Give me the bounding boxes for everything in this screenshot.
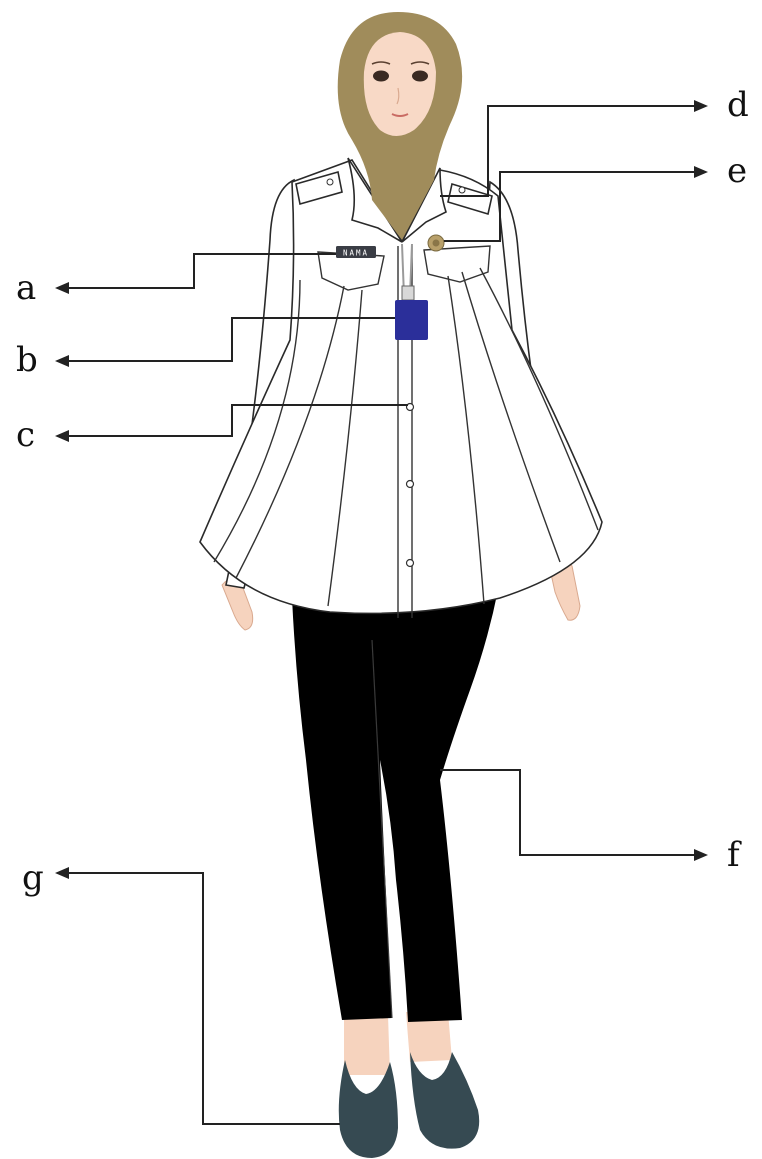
- right-ankle: [406, 1012, 452, 1062]
- arrowhead-a: [55, 282, 69, 294]
- shirt-button: [405, 558, 415, 568]
- pants: [292, 590, 498, 1022]
- left-shoe: [338, 1060, 398, 1158]
- leader-line-b: [66, 317, 395, 362]
- left-ankle: [344, 1015, 390, 1075]
- head: [337, 12, 463, 240]
- leader-line-f: [440, 769, 696, 856]
- id-card: [395, 300, 428, 340]
- arrowhead-b: [55, 355, 69, 367]
- arrowhead-e: [694, 166, 708, 178]
- label-f: f: [727, 835, 742, 875]
- label-d: d: [727, 85, 749, 125]
- legs: [292, 590, 498, 1158]
- right-shoe: [410, 1052, 480, 1149]
- right-eye: [412, 70, 428, 82]
- name-tag: [336, 246, 376, 258]
- label-g: g: [22, 858, 44, 898]
- leader-line-g: [66, 872, 340, 1125]
- arrowhead-g: [55, 867, 69, 879]
- face: [363, 32, 436, 136]
- left-epaulette-button: [326, 178, 334, 186]
- mouth: [391, 113, 409, 117]
- arrowhead-d: [694, 100, 708, 112]
- label-e: e: [727, 151, 747, 191]
- leader-line-d: [440, 105, 696, 197]
- leader-line-c: [66, 404, 408, 437]
- right-pocket-flap: [423, 245, 491, 283]
- collar-right: [401, 167, 447, 243]
- name-tag-text: NAMA: [343, 249, 369, 258]
- leader-lines: [55, 100, 708, 1125]
- arrowhead-c: [55, 430, 69, 442]
- pants-seam: [371, 639, 393, 1019]
- left-eye: [373, 70, 389, 82]
- shirt: [199, 157, 603, 618]
- shirt-body: [199, 159, 603, 615]
- lanyard-clip: [401, 285, 415, 301]
- label-a: a: [16, 268, 36, 308]
- labels: a b c d e f g: [16, 85, 749, 898]
- label-b: b: [16, 340, 38, 380]
- leader-line-e: [444, 171, 696, 242]
- accessories: NAMA: [336, 234, 445, 340]
- leader-line-a: [66, 253, 336, 289]
- shirt-button: [405, 479, 415, 489]
- arrowhead-f: [694, 849, 708, 861]
- shirt-button: [405, 402, 415, 412]
- label-c: c: [16, 415, 35, 455]
- right-epaulette-button: [458, 186, 466, 194]
